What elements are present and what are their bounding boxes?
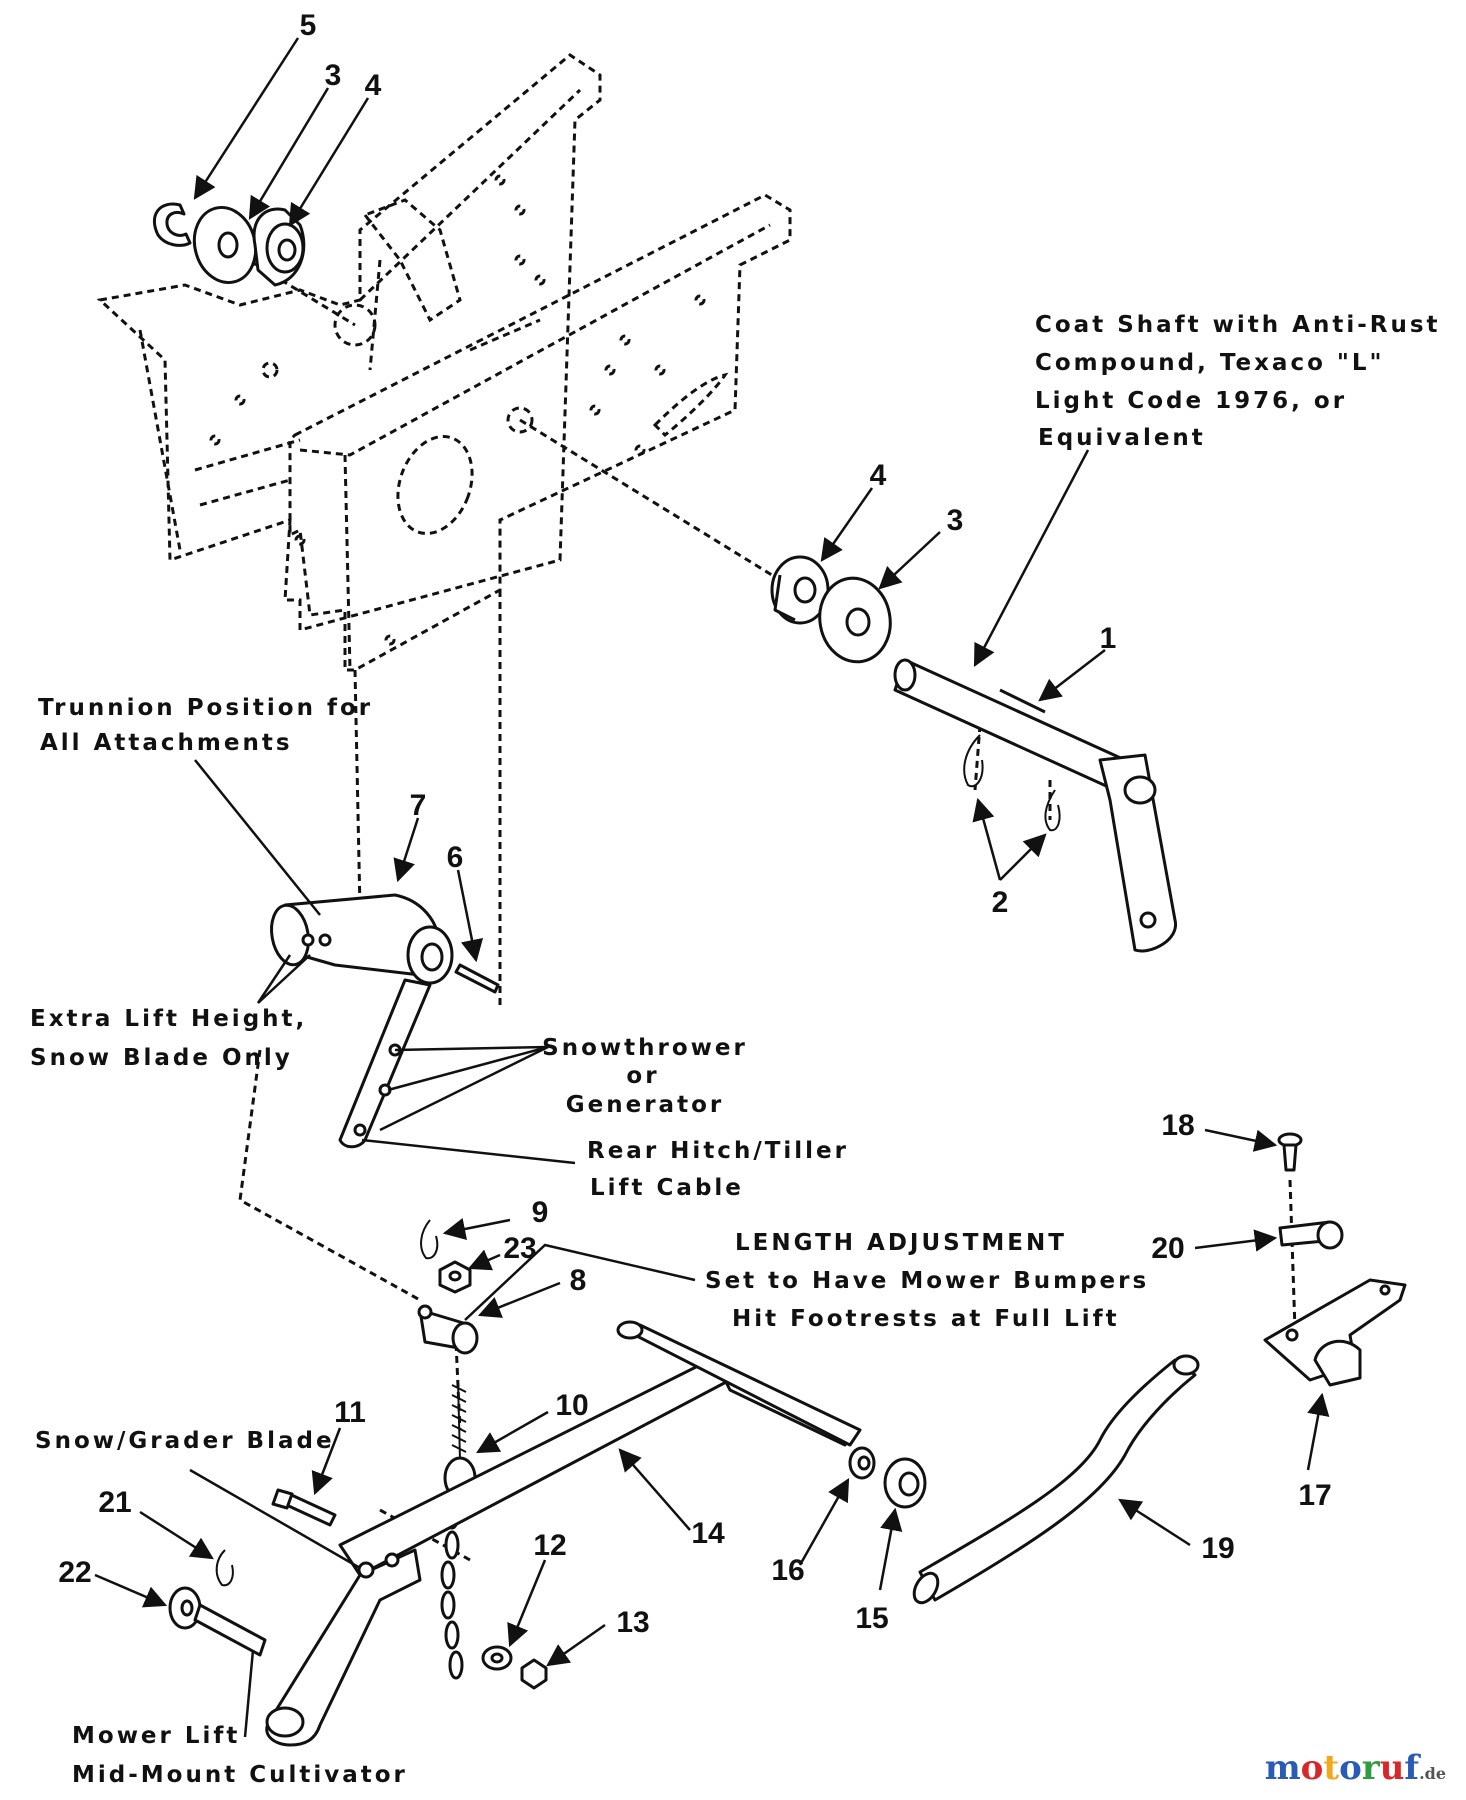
part-number-23: 23	[503, 1232, 536, 1265]
washer-3-upper	[192, 205, 258, 285]
part-number-13: 13	[616, 1606, 649, 1639]
mower-lift-pin	[193, 1603, 267, 1657]
bushing-16	[848, 1446, 876, 1480]
lift-shaft-1	[893, 658, 1177, 953]
svg-text:Trunnion Position for: Trunnion Position for	[38, 695, 373, 721]
svg-text:All Attachments: All Attachments	[40, 730, 293, 756]
part-number-21: 21	[98, 1486, 131, 1519]
svg-text:Equivalent: Equivalent	[1038, 425, 1206, 451]
svg-text:Generator: Generator	[566, 1092, 724, 1118]
clamp-20	[1278, 1220, 1344, 1250]
note-mower-lift: Mower Lift Mid-Mount Cultivator	[72, 1723, 408, 1788]
bearing-15	[883, 1457, 927, 1509]
part-number-6: 6	[447, 841, 464, 874]
svg-text:Hit Footrests at Full Lift: Hit Footrests at Full Lift	[732, 1306, 1120, 1332]
note-extra-lift: Extra Lift Height, Snow Blade Only	[30, 1006, 307, 1071]
part-number-5: 5	[300, 9, 317, 42]
svg-text:Rear Hitch/Tiller: Rear Hitch/Tiller	[587, 1138, 849, 1164]
svg-text:Set to Have Mower Bumpers: Set to Have Mower Bumpers	[705, 1268, 1149, 1294]
screw-18	[1277, 1132, 1303, 1172]
bracket-17	[1263, 1278, 1407, 1387]
note-coat-shaft: Coat Shaft with Anti-Rust Compound, Texa…	[1035, 312, 1441, 451]
svg-text:Coat Shaft with Anti-Rust: Coat Shaft with Anti-Rust	[1035, 312, 1441, 338]
part-number-labels: 5 3 4 4 3 1 2 7 6 9 23 8 10 11 21 22 12 …	[58, 9, 1331, 1639]
part-number-3-upper: 3	[325, 59, 342, 92]
svg-text:Light Code 1976, or: Light Code 1976, or	[1035, 388, 1347, 414]
note-rear-hitch: Rear Hitch/Tiller Lift Cable	[587, 1138, 849, 1201]
rod-19	[912, 1354, 1200, 1605]
part-number-4-lower: 4	[870, 459, 887, 492]
clip-5	[152, 202, 192, 247]
svg-text:or: or	[626, 1063, 659, 1089]
svg-text:Snowthrower: Snowthrower	[542, 1035, 748, 1061]
svg-text:Snow/Grader Blade: Snow/Grader Blade	[35, 1428, 335, 1454]
note-snow-grader: Snow/Grader Blade	[35, 1428, 335, 1454]
svg-text:Lift Cable: Lift Cable	[590, 1175, 744, 1201]
part-number-18: 18	[1161, 1109, 1194, 1142]
trunnion-8	[417, 1304, 479, 1355]
hairpin-9	[420, 1219, 439, 1260]
washer-3-lower	[818, 576, 892, 664]
note-trunnion-position: Trunnion Position for All Attachments	[38, 695, 373, 756]
watermark-logo: motoruf.de	[1265, 1748, 1446, 1788]
part-number-9: 9	[532, 1196, 549, 1229]
hairpin-21	[215, 1549, 234, 1587]
part-number-22: 22	[58, 1556, 91, 1589]
part-number-1: 1	[1100, 622, 1117, 655]
note-length-adjustment: LENGTH ADJUSTMENT Set to Have Mower Bump…	[705, 1230, 1149, 1332]
note-snowthrower: Snowthrower or Generator	[542, 1035, 748, 1118]
part-number-17: 17	[1298, 1479, 1331, 1512]
washer-22	[168, 1586, 202, 1630]
hairpin-2	[963, 734, 1061, 832]
leader-lines	[94, 37, 1330, 1738]
watermark-text: motoruf	[1264, 1748, 1420, 1788]
frame-front-plate	[288, 193, 792, 672]
part-number-15: 15	[855, 1602, 888, 1635]
svg-text:Mower Lift: Mower Lift	[72, 1723, 240, 1749]
svg-text:Compound, Texaco "L": Compound, Texaco "L"	[1035, 350, 1385, 376]
trunnion-arm-7	[270, 893, 454, 1149]
svg-text:Snow Blade Only: Snow Blade Only	[30, 1045, 293, 1071]
part-number-11: 11	[334, 1396, 366, 1429]
svg-text:LENGTH ADJUSTMENT: LENGTH ADJUSTMENT	[735, 1230, 1067, 1256]
bushing-4-upper	[252, 207, 306, 287]
watermark-suffix: .de	[1419, 1764, 1446, 1783]
part-number-2: 2	[992, 886, 1009, 919]
washer-12	[481, 1645, 513, 1671]
part-number-4-upper: 4	[365, 69, 382, 102]
svg-text:Extra Lift Height,: Extra Lift Height,	[30, 1006, 307, 1032]
part-number-10: 10	[555, 1389, 588, 1422]
frame-rear-plate	[96, 53, 602, 632]
bushing-4-lower	[770, 555, 830, 625]
bolt-11	[271, 1488, 337, 1527]
part-number-20: 20	[1151, 1232, 1184, 1265]
pin-6	[454, 963, 500, 994]
nut-23	[438, 1260, 472, 1294]
part-number-19: 19	[1201, 1532, 1234, 1565]
svg-text:Mid-Mount Cultivator: Mid-Mount Cultivator	[72, 1762, 408, 1788]
part-number-16: 16	[771, 1554, 804, 1587]
part-number-8: 8	[570, 1264, 587, 1297]
nut-13	[520, 1658, 548, 1690]
lift-lever-14	[265, 1320, 862, 1747]
part-number-7: 7	[410, 789, 427, 822]
part-number-12: 12	[533, 1529, 566, 1562]
part-number-14: 14	[691, 1517, 725, 1550]
part-number-3-lower: 3	[947, 504, 964, 537]
